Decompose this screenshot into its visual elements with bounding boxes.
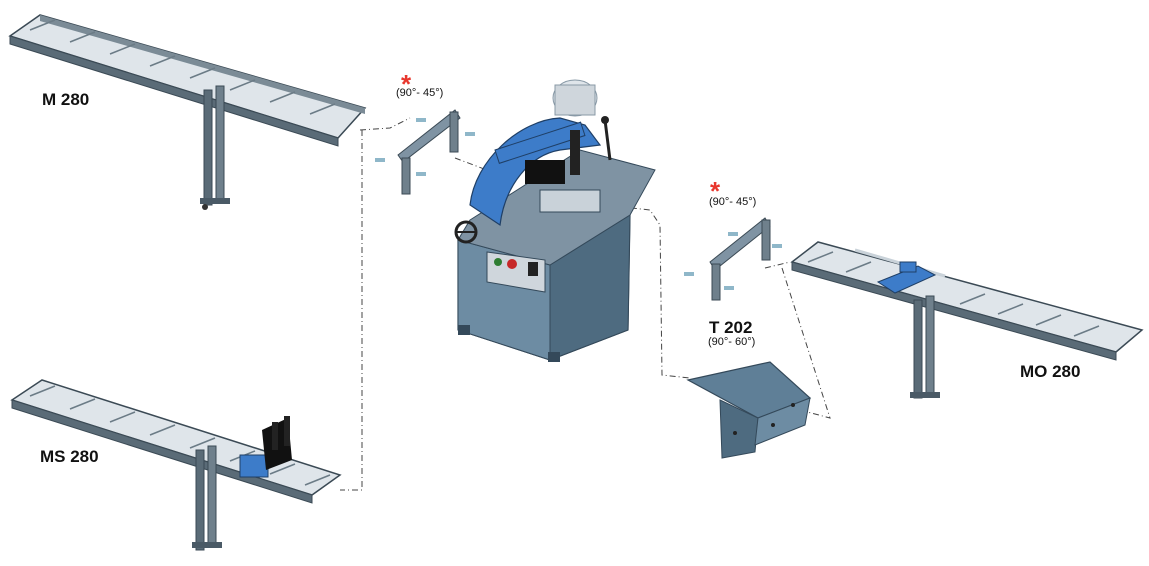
asterisk-left: * bbox=[401, 69, 412, 99]
label-mo280: MO 280 bbox=[1020, 362, 1081, 381]
mo280-roller-table bbox=[790, 241, 1144, 399]
ms280-roller-table bbox=[10, 379, 342, 551]
m280-roller-table bbox=[8, 14, 367, 210]
label-bracket-right-angle: (90°- 45°) bbox=[709, 196, 757, 208]
bracket-right bbox=[684, 217, 782, 301]
asterisk-right: * bbox=[710, 176, 721, 206]
label-ms280: MS 280 bbox=[40, 447, 99, 466]
label-t202: T 202 bbox=[709, 318, 753, 337]
band-saw-machine bbox=[454, 79, 656, 362]
label-m280: M 280 bbox=[42, 90, 90, 109]
bracket-left bbox=[375, 109, 475, 195]
leader-lines bbox=[340, 117, 831, 491]
t202-support-table bbox=[686, 361, 812, 459]
label-bracket-left-angle: (90°- 45°) bbox=[396, 87, 444, 99]
label-t202-angle: (90°- 60°) bbox=[708, 336, 756, 348]
